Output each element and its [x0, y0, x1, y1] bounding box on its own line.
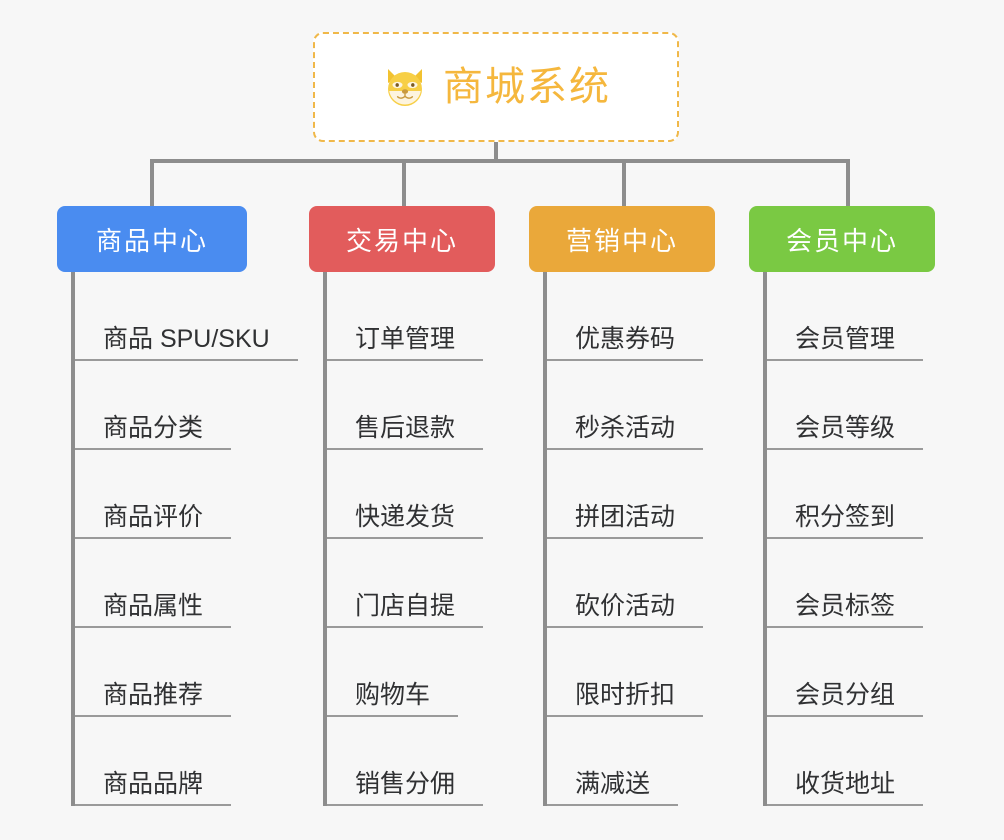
leaf-label: 售后退款: [327, 414, 484, 450]
category-box-marketing-center[interactable]: 营销中心: [529, 206, 715, 272]
category-title: 交易中心: [345, 225, 458, 256]
category-title: 商品中心: [95, 225, 208, 256]
column-product-center: 商品中心 商品 SPU/SKU 商品分类 商品评价 商品属性 商品推荐 商品品牌: [57, 206, 298, 806]
connector-drop-member-center: [846, 159, 850, 207]
list-item[interactable]: 限时折扣: [529, 628, 715, 717]
leaf-label: 购物车: [327, 681, 459, 717]
list-item[interactable]: 售后退款: [309, 361, 495, 450]
category-box-product-center[interactable]: 商品中心: [57, 206, 247, 272]
list-item[interactable]: 会员分组: [749, 628, 935, 717]
leaf-label: 快递发货: [327, 503, 484, 539]
connector-drop-marketing-center: [622, 159, 626, 207]
list-item[interactable]: 商品评价: [57, 450, 247, 539]
connector-spine: [763, 272, 767, 806]
connector-spine: [71, 272, 75, 806]
leaf-label: 会员标签: [767, 592, 924, 628]
list-item[interactable]: 销售分佣: [309, 717, 495, 806]
leaf-label: 积分签到: [767, 503, 924, 539]
leaf-label: 满减送: [547, 770, 679, 806]
connector-drop-product-center: [150, 159, 154, 207]
leaf-list-marketing-center: 优惠券码 秒杀活动 拼团活动 砍价活动 限时折扣 满减送: [529, 272, 715, 806]
root-node-title: 商城系统: [443, 65, 611, 109]
leaf-label: 收货地址: [767, 770, 924, 806]
leaf-label: 会员分组: [767, 681, 924, 717]
connector-drop-trade-center: [402, 159, 406, 207]
leaf-label: 砍价活动: [547, 592, 704, 628]
list-item[interactable]: 购物车: [309, 628, 495, 717]
connector-spine: [323, 272, 327, 806]
leaf-label: 销售分佣: [327, 770, 484, 806]
column-marketing-center: 营销中心 优惠券码 秒杀活动 拼团活动 砍价活动 限时折扣 满减送: [529, 206, 715, 806]
leaf-label: 商品分类: [75, 414, 232, 450]
connector-horizontal-bus: [150, 159, 850, 163]
list-item[interactable]: 优惠券码: [529, 272, 715, 361]
list-item[interactable]: 会员管理: [749, 272, 935, 361]
connector-root-stem: [494, 142, 498, 163]
column-trade-center: 交易中心 订单管理 售后退款 快递发货 门店自提 购物车 销售分佣: [309, 206, 495, 806]
leaf-label: 商品评价: [75, 503, 232, 539]
category-title: 会员中心: [785, 225, 898, 256]
leaf-label: 会员管理: [767, 325, 924, 361]
list-item[interactable]: 满减送: [529, 717, 715, 806]
list-item[interactable]: 商品 SPU/SKU: [57, 272, 298, 361]
leaf-label: 商品 SPU/SKU: [75, 325, 298, 361]
list-item[interactable]: 秒杀活动: [529, 361, 715, 450]
leaf-label: 拼团活动: [547, 503, 704, 539]
list-item[interactable]: 商品推荐: [57, 628, 247, 717]
leaf-label: 商品推荐: [75, 681, 232, 717]
category-box-trade-center[interactable]: 交易中心: [309, 206, 495, 272]
list-item[interactable]: 门店自提: [309, 539, 495, 628]
list-item[interactable]: 积分签到: [749, 450, 935, 539]
leaf-label: 商品属性: [75, 592, 232, 628]
list-item[interactable]: 拼团活动: [529, 450, 715, 539]
list-item[interactable]: 砍价活动: [529, 539, 715, 628]
list-item[interactable]: 商品属性: [57, 539, 247, 628]
connector-spine: [543, 272, 547, 806]
leaf-label: 商品品牌: [75, 770, 232, 806]
leaf-label: 门店自提: [327, 592, 484, 628]
category-box-member-center[interactable]: 会员中心: [749, 206, 935, 272]
leaf-label: 优惠券码: [547, 325, 704, 361]
column-member-center: 会员中心 会员管理 会员等级 积分签到 会员标签 会员分组 收货地址: [749, 206, 935, 806]
root-node-mall-system[interactable]: 商城系统: [313, 32, 679, 142]
list-item[interactable]: 快递发货: [309, 450, 495, 539]
category-title: 营销中心: [565, 225, 678, 256]
list-item[interactable]: 会员标签: [749, 539, 935, 628]
list-item[interactable]: 订单管理: [309, 272, 495, 361]
leaf-label: 限时折扣: [547, 681, 704, 717]
leaf-list-member-center: 会员管理 会员等级 积分签到 会员标签 会员分组 收货地址: [749, 272, 935, 806]
leaf-list-product-center: 商品 SPU/SKU 商品分类 商品评价 商品属性 商品推荐 商品品牌: [57, 272, 298, 806]
leaf-label: 秒杀活动: [547, 414, 704, 450]
leaf-label: 订单管理: [327, 325, 484, 361]
list-item[interactable]: 商品分类: [57, 361, 247, 450]
list-item[interactable]: 商品品牌: [57, 717, 247, 806]
shiba-dog-face-icon: [381, 63, 429, 111]
leaf-list-trade-center: 订单管理 售后退款 快递发货 门店自提 购物车 销售分佣: [309, 272, 495, 806]
list-item[interactable]: 会员等级: [749, 361, 935, 450]
list-item[interactable]: 收货地址: [749, 717, 935, 806]
leaf-label: 会员等级: [767, 414, 924, 450]
